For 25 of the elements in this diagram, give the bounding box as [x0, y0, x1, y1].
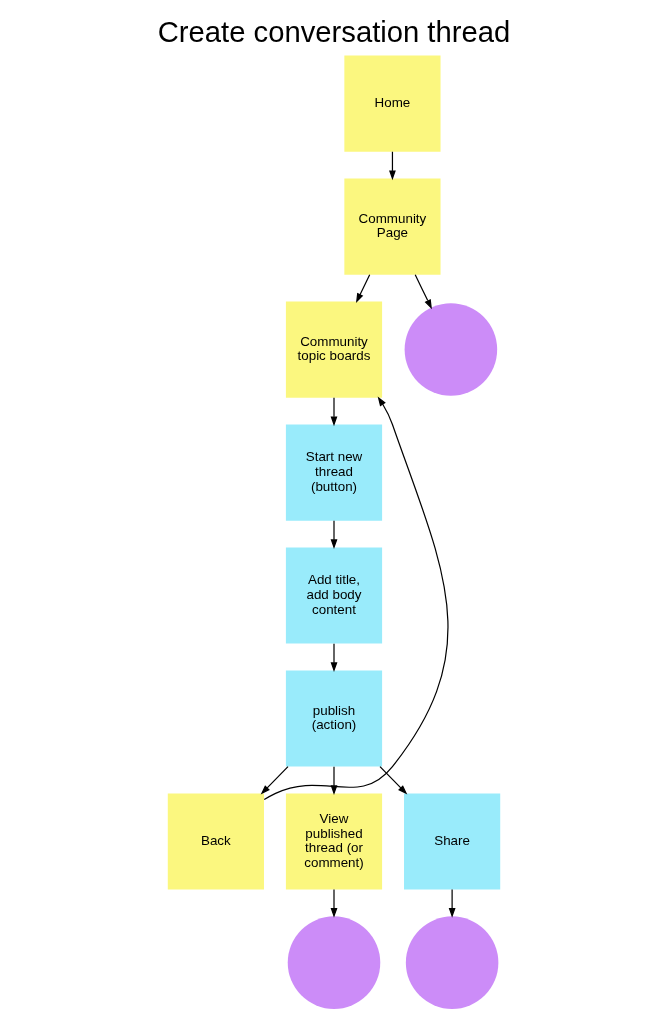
diagram-title: Create conversation thread [157, 16, 510, 49]
node-box: Community topic boards [285, 301, 382, 398]
arrow [330, 520, 337, 550]
node-box: View published thread (or comment) [285, 793, 382, 890]
arrow [330, 397, 337, 427]
node-box: Start new thread (button) [285, 424, 382, 521]
node-circle [404, 303, 497, 396]
arrow [378, 766, 407, 795]
arrow [330, 766, 337, 796]
node-box: Add title, add body content [285, 547, 382, 644]
arrow [414, 274, 432, 310]
node-box: Community Page [343, 178, 441, 275]
arrow [263, 396, 449, 801]
arrow [355, 274, 370, 303]
arrow [388, 151, 396, 181]
node-circle [287, 916, 380, 1009]
arrow [448, 889, 456, 918]
arrow [260, 766, 289, 795]
node-box: publish (action) [285, 670, 382, 767]
node-circle [405, 916, 498, 1009]
arrow [330, 889, 337, 918]
node-box: Home [343, 55, 441, 152]
node-box: Back [167, 793, 264, 890]
node-box: Share [403, 793, 500, 890]
arrow [330, 643, 337, 673]
